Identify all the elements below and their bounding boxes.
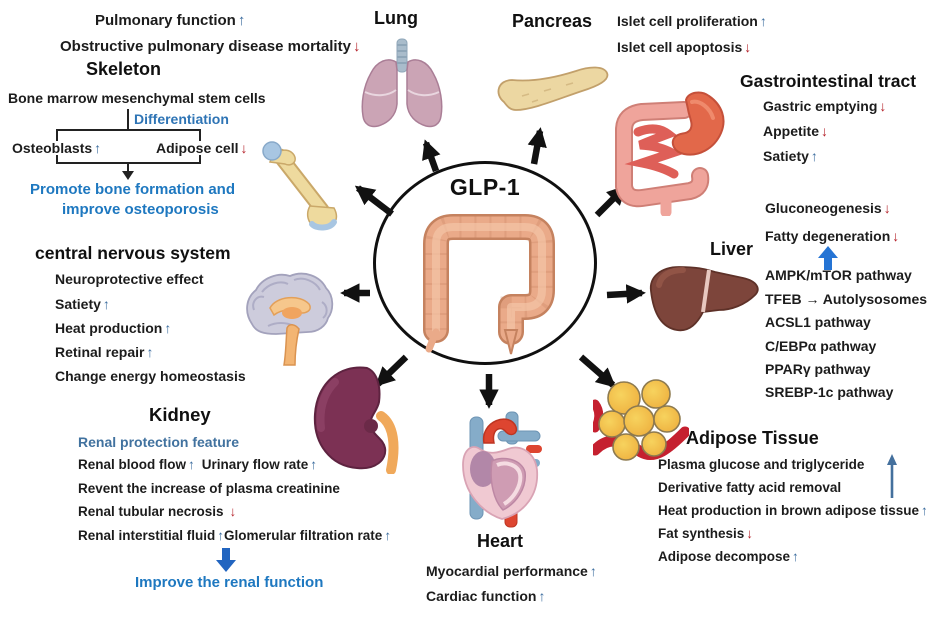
liver-pathway: TFEB → Autolysosomes (765, 291, 928, 307)
liver-title: Liver (710, 239, 754, 259)
liver-pathway: ACSL1 pathway (765, 314, 871, 330)
cns-effect: Heat production↑ (55, 320, 172, 336)
kidney-title: Kidney (149, 404, 211, 425)
kidney-icon (305, 362, 415, 474)
cns-effect: Satiety↑ (55, 296, 110, 312)
cns-effect: Change energy homeostasis (55, 368, 246, 384)
skeleton-osteoblasts: Osteoblasts↑ (12, 140, 102, 156)
lungs-icon (350, 38, 454, 130)
skeleton-source: Bone marrow mesenchymal stem cells (8, 90, 266, 106)
pancreas-icon (488, 58, 616, 122)
pancreas-effect: Islet cell apoptosis↓ (617, 39, 752, 55)
skeleton-down-arrow (122, 171, 134, 180)
adipose-title: Adipose Tissue (686, 428, 819, 448)
skeleton-outcome: improve osteoporosis (62, 201, 219, 218)
gi-title: Gastrointestinal tract (740, 71, 917, 91)
heart-icon (450, 407, 550, 529)
adipose-effect: Derivative fatty acid removal (658, 480, 842, 495)
liver-effect: Fatty degeneration↓ (765, 228, 900, 244)
radial-arrow-lung (422, 139, 441, 173)
skeleton-adipose-cell: Adipose cell↓ (156, 140, 248, 156)
liver-pathway: AMPK/mTOR pathway (765, 267, 912, 283)
brain-icon (238, 268, 338, 368)
gi-effect: Gastric emptying↓ (763, 98, 887, 114)
skeleton-process: Differentiation (134, 111, 229, 127)
radial-arrow-pancreas (527, 127, 547, 165)
kidney-effect: Renal tubular necrosis↓ (78, 504, 237, 519)
skeleton-title: Skeleton (86, 59, 162, 79)
kidney-effect: Renal interstitial fluid↑Glomerular filt… (78, 528, 392, 543)
adipose-effect: Plasma glucose and triglyceride (658, 457, 865, 472)
adipose-effect: Heat production in brown adipose tissue↑ (658, 503, 928, 518)
stomach-intestines-icon (604, 88, 736, 216)
heart-title: Heart (477, 531, 524, 551)
liver-pathway: C/EBPα pathway (765, 338, 877, 354)
liver-effect: Gluconeogenesis↓ (765, 200, 891, 216)
heart-effect: Myocardial performance↑ (426, 563, 597, 579)
glp1-center-circle (373, 161, 597, 365)
radial-arrow-liver (606, 284, 646, 304)
gi-effect: Satiety↑ (763, 148, 818, 164)
pulmonary-effect: Pulmonary function↑ (95, 12, 246, 29)
heart-effect: Cardiac function↑ (426, 588, 546, 604)
lung-title: Lung (374, 8, 418, 28)
kidney-effect: Revent the increase of plasma creatinine (78, 481, 340, 496)
pulmonary-effect: Obstructive pulmonary disease mortality↓ (60, 38, 361, 55)
cns-effect: Retinal repair↑ (55, 344, 154, 360)
glp1-title: GLP-1 (449, 174, 521, 200)
cns-title: central nervous system (35, 243, 231, 263)
liver-pathway: PPARγ pathway (765, 361, 871, 377)
fat-cells-icon (593, 376, 689, 474)
liver-icon (645, 257, 763, 337)
adipose-effect: Fat synthesis↓ (658, 526, 754, 541)
kidney-block-down-arrow (216, 548, 236, 572)
skeleton-outcome: Promote bone formation and (30, 181, 236, 198)
large-intestine-icon (408, 206, 564, 358)
kidney-conclusion: Improve the renal function (135, 574, 324, 591)
kidney-subtitle: Renal protection feature (78, 434, 240, 450)
adipose-tall-up-arrow (887, 454, 897, 498)
adipose-effect: Adipose decompose↑ (658, 549, 799, 564)
pancreas-title: Pancreas (512, 11, 593, 31)
kidney-effect: Renal blood flow↑Urinary flow rate↑ (78, 457, 318, 472)
pancreas-effect: Islet cell proliferation↑ (617, 13, 767, 29)
liver-pathway: SREBP-1c pathway (765, 384, 894, 400)
femur-bone-icon (250, 136, 354, 240)
gi-effect: Appetite↓ (763, 123, 828, 139)
cns-effect: Neuroprotective effect (55, 271, 204, 287)
